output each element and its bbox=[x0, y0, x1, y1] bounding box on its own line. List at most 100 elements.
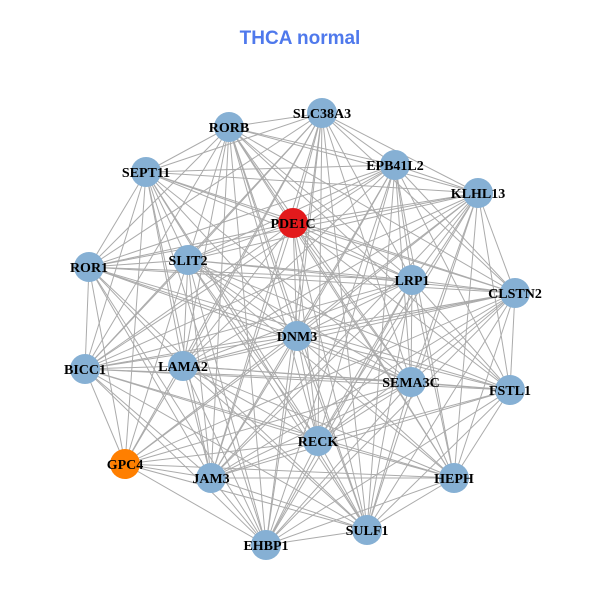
edge bbox=[88, 222, 294, 268]
edge bbox=[410, 292, 516, 383]
edge bbox=[187, 259, 212, 479]
node-label: KLHL13 bbox=[451, 187, 505, 202]
node-slc38a3 bbox=[307, 98, 337, 128]
edge bbox=[187, 259, 511, 391]
edge bbox=[453, 292, 516, 479]
edge bbox=[124, 440, 319, 465]
edge bbox=[84, 368, 368, 531]
edge bbox=[228, 126, 412, 383]
edge bbox=[394, 164, 455, 479]
node-label: RORB bbox=[209, 121, 249, 136]
node-rorb bbox=[214, 112, 244, 142]
edge bbox=[145, 171, 267, 546]
edge bbox=[88, 171, 147, 268]
edge bbox=[88, 266, 413, 281]
edge bbox=[182, 365, 319, 442]
edge bbox=[187, 259, 412, 383]
edge bbox=[292, 222, 413, 281]
node-label: FSTL1 bbox=[489, 384, 531, 399]
edge bbox=[265, 381, 412, 546]
edge bbox=[88, 112, 323, 268]
node-label: CLSTN2 bbox=[488, 287, 542, 302]
edge bbox=[366, 279, 413, 531]
edge bbox=[84, 368, 412, 383]
edge bbox=[410, 192, 479, 383]
edge bbox=[210, 112, 323, 479]
edge bbox=[145, 171, 368, 531]
node-sulf1 bbox=[352, 515, 382, 545]
edge bbox=[411, 279, 516, 294]
edge bbox=[265, 292, 516, 546]
edge bbox=[88, 266, 184, 367]
edge bbox=[210, 292, 516, 479]
node-lama2 bbox=[168, 351, 198, 381]
edge bbox=[124, 381, 412, 465]
edge bbox=[84, 164, 396, 370]
edge bbox=[84, 368, 319, 442]
node-label: SLIT2 bbox=[169, 254, 208, 269]
edge bbox=[182, 365, 212, 479]
edge bbox=[84, 368, 511, 391]
edge bbox=[145, 171, 412, 383]
edge bbox=[228, 126, 396, 166]
edge bbox=[394, 164, 511, 391]
edge bbox=[182, 126, 230, 367]
node-label: EHBP1 bbox=[243, 539, 288, 554]
edge bbox=[84, 126, 230, 370]
edge bbox=[317, 292, 516, 442]
node-jam3 bbox=[196, 463, 226, 493]
edge bbox=[182, 292, 516, 367]
edge bbox=[228, 112, 323, 128]
edge bbox=[84, 368, 455, 479]
node-sema3c bbox=[396, 367, 426, 397]
edge bbox=[366, 192, 479, 531]
edge bbox=[296, 335, 455, 479]
edge bbox=[292, 222, 511, 391]
edge bbox=[265, 477, 455, 546]
node-label: SLC38A3 bbox=[293, 107, 351, 122]
edge bbox=[182, 365, 455, 479]
edge bbox=[265, 389, 511, 546]
edge bbox=[84, 112, 323, 370]
edge bbox=[265, 335, 298, 546]
edge bbox=[296, 292, 516, 337]
node-fstl1 bbox=[495, 375, 525, 405]
edge bbox=[187, 259, 516, 294]
edge bbox=[210, 389, 511, 479]
edge bbox=[265, 529, 368, 546]
edge bbox=[265, 279, 413, 546]
edge bbox=[411, 192, 479, 281]
edge bbox=[228, 126, 413, 281]
edge bbox=[145, 171, 319, 442]
edge bbox=[124, 171, 147, 465]
edge bbox=[366, 164, 396, 531]
edge bbox=[228, 126, 298, 337]
edge bbox=[145, 171, 479, 194]
node-label: SULF1 bbox=[346, 524, 389, 539]
edge bbox=[182, 335, 298, 367]
edge bbox=[124, 463, 368, 531]
edge bbox=[84, 368, 267, 546]
edge bbox=[265, 440, 319, 546]
edge bbox=[182, 365, 267, 546]
node-label: JAM3 bbox=[192, 472, 229, 487]
edge bbox=[296, 335, 511, 391]
edge bbox=[145, 171, 189, 261]
node-sept11 bbox=[131, 157, 161, 187]
edge bbox=[321, 112, 413, 281]
node-pde1c bbox=[278, 208, 308, 238]
edge bbox=[292, 222, 516, 294]
edge bbox=[84, 335, 298, 370]
edge bbox=[317, 279, 413, 442]
edge bbox=[296, 335, 319, 442]
node-dnm3 bbox=[282, 321, 312, 351]
edge bbox=[84, 279, 413, 370]
chart-title: THCA normal bbox=[239, 28, 361, 49]
node-reck bbox=[303, 426, 333, 456]
edge bbox=[124, 259, 189, 465]
node-label: BICC1 bbox=[64, 363, 106, 378]
edge bbox=[296, 335, 412, 383]
node-ror1 bbox=[74, 252, 104, 282]
edge bbox=[124, 335, 298, 465]
